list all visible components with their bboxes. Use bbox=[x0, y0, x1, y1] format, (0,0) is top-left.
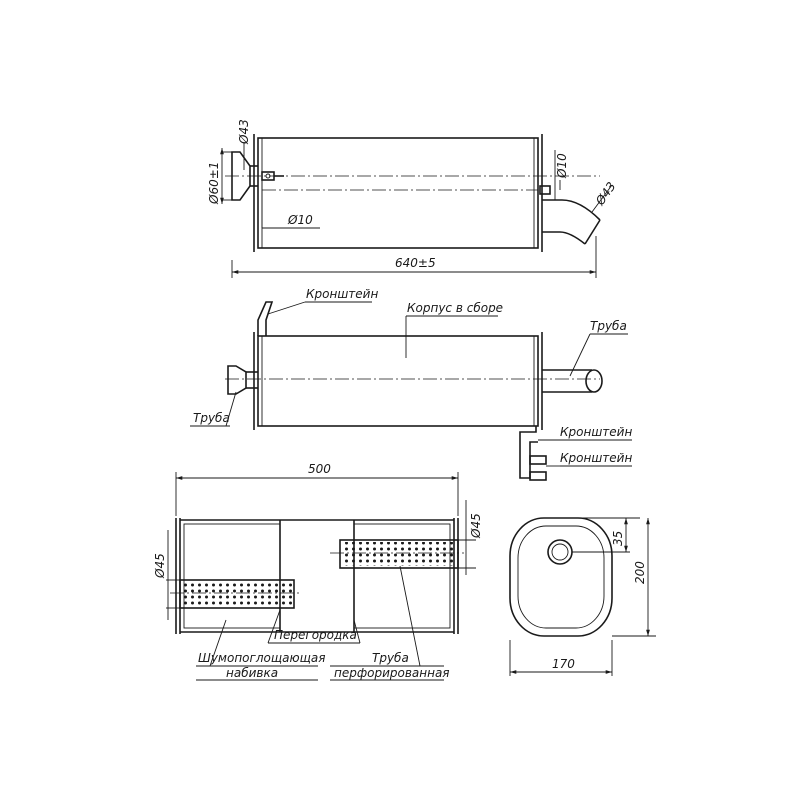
side-top-bracket bbox=[257, 301, 274, 336]
top-view: 640±5 Ø60±1 Ø43 Ø10 Ø10 Ø43 bbox=[207, 119, 619, 278]
side-outlet-pipe bbox=[542, 369, 603, 393]
top-outlet-dia-label: Ø43 bbox=[592, 179, 618, 208]
label-pipe-left: Труба bbox=[193, 411, 230, 425]
top-body bbox=[257, 137, 539, 249]
section-length-label: 500 bbox=[308, 462, 331, 476]
top-outlet-pipe bbox=[539, 185, 601, 245]
end-offset-label: 35 bbox=[611, 531, 625, 546]
label-bracket-right-2: Кронштейн bbox=[560, 451, 632, 465]
label-body-assembly: Корпус в сборе bbox=[407, 301, 503, 315]
absorber-left bbox=[183, 523, 281, 629]
end-view: 35 200 170 bbox=[509, 517, 656, 676]
perforated-pipe-left bbox=[182, 582, 292, 606]
section-dia-right-label: Ø45 bbox=[469, 513, 483, 539]
label-perforated-line1: Труба bbox=[372, 651, 409, 665]
side-inlet-flange bbox=[227, 365, 258, 395]
side-lower-bracket bbox=[519, 426, 547, 481]
perforated-pipe-right bbox=[342, 542, 456, 566]
section-view: 500 Ø45 Ø45 Перегородка Шумопоглощающая … bbox=[153, 462, 483, 681]
label-bracket-right-1: Кронштейн bbox=[560, 425, 632, 439]
label-perforated-line2: перфорированная bbox=[334, 666, 450, 680]
top-right-bracket-dia-label: Ø10 bbox=[555, 153, 569, 179]
top-length-label: 640±5 bbox=[395, 256, 436, 270]
label-absorber-line1: Шумопоглощающая bbox=[198, 651, 325, 665]
side-body bbox=[257, 335, 539, 427]
top-flange-dia-label: Ø60±1 bbox=[207, 162, 221, 205]
end-width-label: 170 bbox=[552, 657, 575, 671]
label-pipe-right: Труба bbox=[590, 319, 627, 333]
label-bracket-top: Кронштейн bbox=[306, 287, 378, 301]
top-inlet-dia-label: Ø43 bbox=[237, 119, 251, 145]
section-dia-left-label: Ø45 bbox=[153, 553, 167, 579]
label-partition: Перегородка bbox=[274, 628, 357, 642]
top-bracket-dia-label: Ø10 bbox=[287, 213, 313, 227]
top-left-bracket bbox=[261, 171, 284, 181]
label-absorber-line2: набивка bbox=[226, 666, 278, 680]
end-height-label: 200 bbox=[633, 561, 647, 584]
side-view: Кронштейн Корпус в сборе Труба Труба Кро… bbox=[190, 287, 632, 481]
end-outer-shell bbox=[509, 517, 613, 637]
